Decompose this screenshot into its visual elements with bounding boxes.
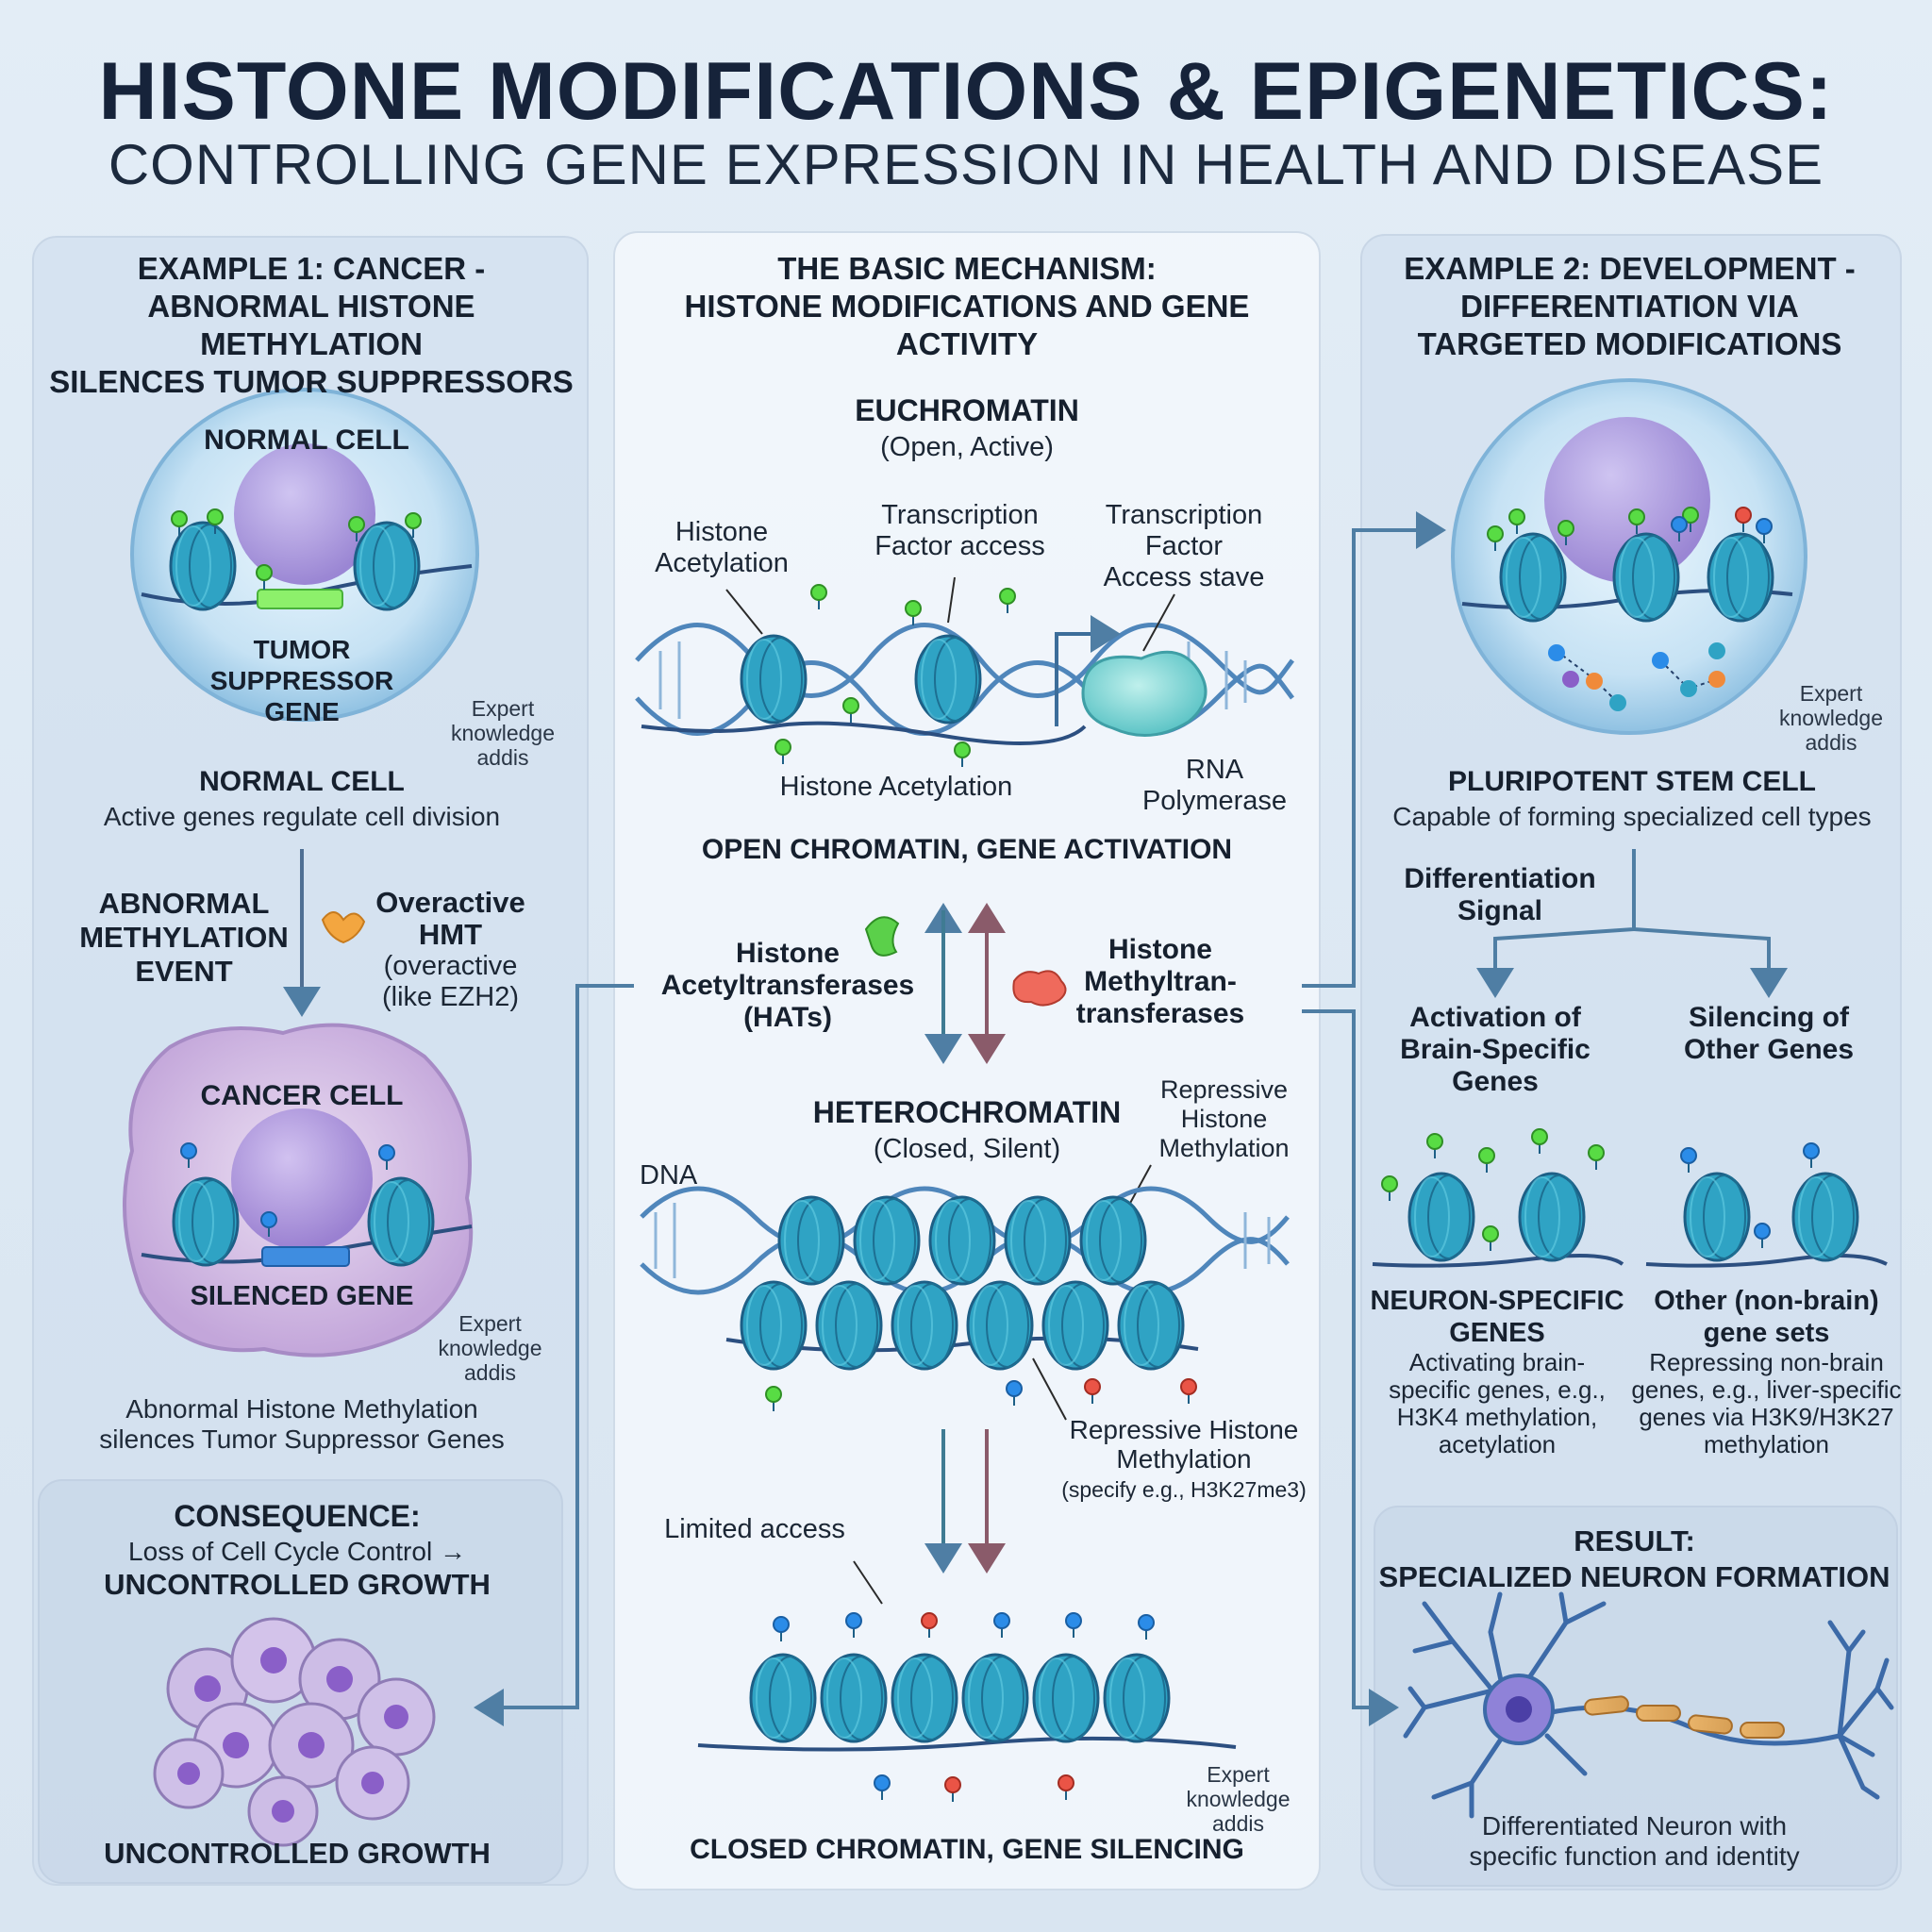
heterochromatin-illustration [640, 1186, 1290, 1412]
tumor-cluster-illustration [153, 1617, 436, 1847]
silenced-gene-label: SILENCED GENE [190, 1281, 414, 1311]
hmt-enzyme [321, 911, 366, 944]
stem-cell-title: PLURIPOTENT STEM CELL [1448, 766, 1816, 797]
open-chromatin-label: OPEN CHROMATIN, GENE ACTIVATION [701, 834, 1233, 865]
histone-acetylation-bottom: Histone Acetylation [779, 772, 1013, 802]
page-title: HISTONE MODIFICATIONS & EPIGENETICS: [98, 46, 1834, 137]
neuron-genes-label: NEURON-SPECIFIC GENES [1370, 1286, 1624, 1348]
histone-acetylation-top: Histone Acetylation [655, 517, 789, 578]
hmt-enzyme-center [1012, 970, 1067, 1007]
left-heading: EXAMPLE 1: CANCER - ABNORMAL HISTONE MET… [49, 251, 574, 399]
euchromatin-illustration [635, 584, 1295, 768]
tf-access-label: Transcription Factor access [874, 500, 1045, 561]
rna-polymerase-label: RNA Polymerase [1141, 755, 1288, 816]
other-genes-desc: Repressing non-brain genes, e.g., liver-… [1631, 1348, 1902, 1458]
neuron-specific-nucleosomes [1372, 1128, 1624, 1268]
other-genes-label: Other (non-brain) gene sets [1654, 1286, 1879, 1348]
euchromatin-label: EUCHROMATIN [855, 393, 1079, 427]
consequence-title: CONSEQUENCE: [174, 1499, 421, 1533]
dna-label: DNA [640, 1160, 698, 1191]
tf-access-stave-label: Transcription Factor Access stave [1103, 500, 1265, 592]
repressive-methylation-bottom: Repressive Histone Methylation [1069, 1415, 1299, 1474]
silencing-label: Silencing of Other Genes [1683, 1002, 1855, 1065]
cancer-cell-label: CANCER CELL [200, 1080, 404, 1111]
hat-enzyme [864, 916, 900, 957]
limited-access-label: Limited access [664, 1514, 845, 1544]
consequence-bold: UNCONTROLLED GROWTH [104, 1568, 491, 1601]
hmt-description: (overactive (like EZH2) [381, 951, 519, 1012]
non-brain-nucleosomes [1645, 1142, 1888, 1268]
page-subtitle: CONTROLLING GENE EXPRESSION IN HEALTH AN… [108, 133, 1824, 196]
overactive-hmt-label: Overactive HMT [375, 886, 525, 951]
expert-note-3: Expert knowledge addis [1186, 1762, 1291, 1836]
normal-cell-desc: Active genes regulate cell division [103, 802, 501, 831]
result-desc: Differentiated Neuron with specific func… [1469, 1811, 1800, 1871]
euchromatin-sub: (Open, Active) [880, 432, 1054, 462]
center-heading: THE BASIC MECHANISM: HISTONE MODIFICATIO… [684, 251, 1250, 361]
normal-cell-title: NORMAL CELL [199, 766, 405, 797]
repressive-spec: (specify e.g., H3K27me3) [1061, 1477, 1307, 1502]
heterochromatin-label: HETEROCHROMATIN [812, 1095, 1122, 1129]
uncontrolled-growth-footer: UNCONTROLLED GROWTH [104, 1837, 491, 1870]
hmts-label: Histone Methyltran- transferases [1075, 934, 1245, 1029]
hats-label: Histone Acetyltransferases (HATs) [660, 938, 915, 1033]
stem-cell-desc: Capable of forming specialized cell type… [1392, 802, 1872, 831]
right-heading: EXAMPLE 2: DEVELOPMENT - DIFFERENTIATION… [1404, 251, 1856, 361]
closed-chromatin-label: CLOSED CHROMATIN, GENE SILENCING [690, 1834, 1244, 1865]
neuron-illustration [1403, 1591, 1894, 1819]
rna-polymerase-blob [1081, 650, 1208, 738]
neuron-genes-desc: Activating brain- specific genes, e.g., … [1389, 1348, 1606, 1458]
expert-note-2: Expert knowledge addis [438, 1311, 542, 1385]
tumor-suppressor-gene-label: TUMOR SUPPRESSOR GENE [209, 635, 394, 726]
cancer-desc: Abnormal Histone Methylation silences Tu… [99, 1394, 505, 1454]
normal-cell-label: NORMAL CELL [204, 425, 409, 456]
closed-chromatin-illustration [697, 1612, 1237, 1803]
consequence-line: Loss of Cell Cycle Control → [128, 1537, 466, 1566]
stem-cell-illustration [1451, 378, 1807, 735]
cancer-cell-illustration [123, 1023, 474, 1357]
methylation-event-label: ABNORMAL METHYLATION EVENT [79, 887, 289, 988]
heterochromatin-sub: (Closed, Silent) [873, 1134, 1061, 1164]
center-panel [613, 231, 1321, 1890]
expert-note-1: Expert knowledge addis [451, 696, 555, 770]
expert-note-4: Expert knowledge addis [1779, 681, 1883, 755]
normal-cell-illustration [130, 388, 479, 722]
activation-label: Activation of Brain-Specific Genes [1400, 1002, 1591, 1097]
result-title: RESULT: SPECIALIZED NEURON FORMATION [1378, 1524, 1890, 1593]
differentiation-signal-label: Differentiation Signal [1404, 863, 1596, 926]
repressive-methylation-top: Repressive Histone Methylation [1158, 1075, 1290, 1162]
